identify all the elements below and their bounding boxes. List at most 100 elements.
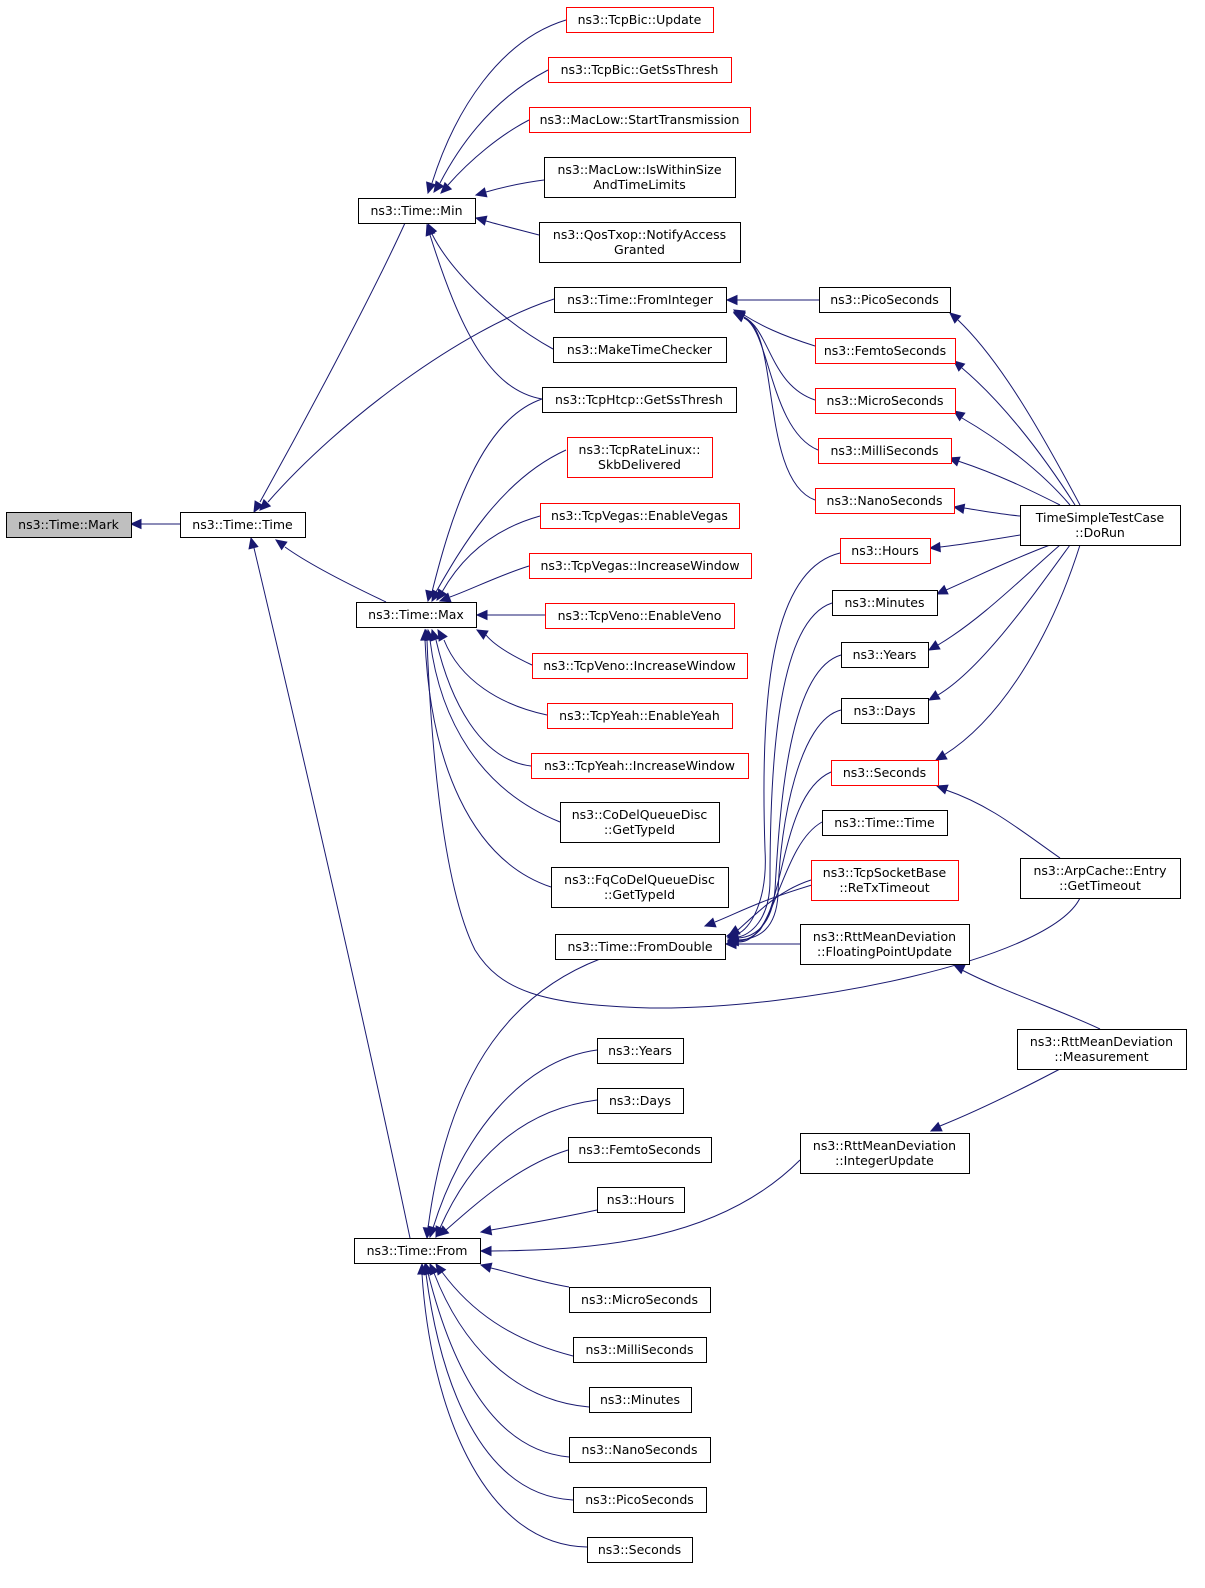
call-edge: [737, 821, 823, 943]
node-fd-seconds[interactable]: ns3::Seconds: [831, 760, 939, 786]
node-box: [818, 438, 952, 464]
node-tcpyeah-enable[interactable]: ns3::TcpYeah::EnableYeah: [547, 703, 733, 729]
call-edge-arrowhead: [438, 592, 452, 603]
node-tcpbic-update[interactable]: ns3::TcpBic::Update: [566, 7, 714, 33]
node-box: [545, 603, 735, 629]
call-edge: [284, 546, 387, 603]
call-edge-arrowhead: [952, 964, 966, 975]
node-f-nanoseconds[interactable]: ns3::NanoSeconds: [569, 1437, 711, 1463]
node-tcpveno-increase[interactable]: ns3::TcpVeno::IncreaseWindow: [532, 653, 748, 679]
node-from-double[interactable]: ns3::Time::FromDouble: [555, 934, 726, 960]
node-fi-picoseconds[interactable]: ns3::PicoSeconds: [819, 287, 951, 313]
node-label: ns3::Hours: [607, 1192, 674, 1207]
call-edge: [431, 233, 554, 350]
node-box: [531, 753, 749, 779]
node-from[interactable]: ns3::Time::From: [354, 1238, 481, 1264]
node-label: ns3::Seconds: [598, 1542, 681, 1557]
node-label: ns3::NanoSeconds: [582, 1442, 698, 1457]
node-f-hours[interactable]: ns3::Hours: [597, 1187, 685, 1213]
node-box: [800, 924, 970, 965]
node-mark[interactable]: ns3::Time::Mark: [6, 512, 132, 538]
node-fi-microseconds[interactable]: ns3::MicroSeconds: [815, 388, 956, 414]
node-label: ns3::MilliSeconds: [585, 1342, 693, 1357]
node-tcpyeah-increase[interactable]: ns3::TcpYeah::IncreaseWindow: [531, 753, 749, 779]
node-tcpratelinux[interactable]: ns3::TcpRateLinux::SkbDelivered: [567, 437, 713, 478]
node-fd-days[interactable]: ns3::Days: [841, 698, 929, 724]
node-fd-time-ctor[interactable]: ns3::Time::Time: [822, 810, 948, 836]
call-edge: [736, 552, 841, 935]
node-label: ns3::MakeTimeChecker: [567, 342, 713, 357]
node-label: ::ReTxTimeout: [839, 880, 929, 895]
node-fd-years[interactable]: ns3::Years: [841, 642, 929, 668]
node-f-minutes[interactable]: ns3::Minutes: [589, 1387, 692, 1413]
node-box: [841, 698, 929, 724]
call-edge-arrowhead: [436, 588, 448, 602]
node-label: ns3::TcpVeno::EnableVeno: [558, 608, 722, 623]
call-edge-arrowhead: [437, 1225, 450, 1237]
node-label: ns3::PicoSeconds: [830, 292, 939, 307]
node-tcpvegas-increase[interactable]: ns3::TcpVegas::IncreaseWindow: [529, 553, 752, 579]
node-box: [597, 1187, 685, 1213]
node-box: [358, 198, 476, 224]
call-edge: [253, 547, 411, 1239]
node-max[interactable]: ns3::Time::Max: [356, 602, 477, 628]
call-edge: [449, 565, 530, 598]
node-arpcache-timeout[interactable]: ns3::ArpCache::Entry::GetTimeout: [1020, 858, 1181, 899]
node-time-simple-dorun[interactable]: TimeSimpleTestCase::DoRun: [1020, 505, 1181, 546]
node-fd-minutes[interactable]: ns3::Minutes: [832, 590, 938, 616]
call-edge-arrowhead: [935, 784, 949, 795]
node-label: ns3::NanoSeconds: [827, 493, 943, 508]
node-make-time-checker[interactable]: ns3::MakeTimeChecker: [553, 337, 727, 363]
node-tcpvegas-enable[interactable]: ns3::TcpVegas::EnableVegas: [540, 503, 740, 529]
node-rtt-integer[interactable]: ns3::RttMeanDeviation::IntegerUpdate: [800, 1133, 970, 1174]
node-box: [587, 1537, 693, 1563]
call-edge: [737, 879, 812, 931]
node-tcpveno-enable[interactable]: ns3::TcpVeno::EnableVeno: [545, 603, 735, 629]
node-box: [567, 437, 713, 478]
node-fd-retx[interactable]: ns3::TcpSocketBase::ReTxTimeout: [811, 860, 959, 901]
call-edge: [441, 1271, 574, 1357]
node-f-femtoseconds[interactable]: ns3::FemtoSeconds: [568, 1137, 712, 1163]
node-fi-femtoseconds[interactable]: ns3::FemtoSeconds: [815, 338, 956, 364]
call-edge-arrowhead: [952, 503, 966, 515]
node-fqcodel-typeid[interactable]: ns3::FqCoDelQueueDisc::GetTypeId: [551, 867, 729, 908]
node-f-years[interactable]: ns3::Years: [597, 1038, 684, 1064]
node-box: [589, 1387, 692, 1413]
node-maclow-start[interactable]: ns3::MacLow::StartTransmission: [529, 107, 751, 133]
node-box: [815, 488, 955, 514]
node-fi-nanoseconds[interactable]: ns3::NanoSeconds: [815, 488, 955, 514]
node-time-ctor[interactable]: ns3::Time::Time: [180, 512, 306, 538]
call-edge: [427, 958, 601, 1229]
node-box: [1020, 505, 1181, 546]
node-fd-rtt-float[interactable]: ns3::RttMeanDeviation::FloatingPointUpda…: [800, 924, 970, 965]
node-f-days[interactable]: ns3::Days: [597, 1088, 684, 1114]
node-f-seconds[interactable]: ns3::Seconds: [587, 1537, 693, 1563]
call-edge-arrowhead: [949, 312, 962, 324]
call-edge: [432, 1049, 598, 1229]
node-label: ns3::Time::FromInteger: [567, 292, 714, 307]
call-edge: [961, 969, 1101, 1030]
node-label: ns3::TcpHtcp::GetSsThresh: [555, 392, 723, 407]
node-box: [822, 810, 948, 836]
node-tcpbic-ssthresh[interactable]: ns3::TcpBic::GetSsThresh: [548, 57, 732, 83]
node-box: [554, 287, 727, 313]
call-edge-arrowhead: [934, 750, 948, 761]
node-f-picoseconds[interactable]: ns3::PicoSeconds: [573, 1487, 707, 1513]
node-fd-hours[interactable]: ns3::Hours: [840, 538, 931, 564]
node-label: ns3::MacLow::StartTransmission: [540, 112, 740, 127]
node-box: [540, 503, 740, 529]
node-f-microseconds[interactable]: ns3::MicroSeconds: [569, 1287, 711, 1313]
node-from-integer[interactable]: ns3::Time::FromInteger: [554, 287, 727, 313]
node-label: ns3::MacLow::IsWithinSize: [557, 162, 721, 177]
node-tcphtcp-ssthresh[interactable]: ns3::TcpHtcp::GetSsThresh: [542, 387, 737, 413]
node-rtt-measurement[interactable]: ns3::RttMeanDeviation::Measurement: [1017, 1029, 1187, 1070]
node-label: ns3::Time::Time: [192, 517, 293, 532]
node-f-milliseconds[interactable]: ns3::MilliSeconds: [573, 1337, 707, 1363]
node-fi-milliseconds[interactable]: ns3::MilliSeconds: [818, 438, 952, 464]
node-label: ns3::FemtoSeconds: [824, 343, 946, 358]
node-min[interactable]: ns3::Time::Min: [358, 198, 476, 224]
call-edge: [431, 19, 567, 184]
node-codel-typeid[interactable]: ns3::CoDelQueueDisc::GetTypeId: [560, 802, 720, 843]
